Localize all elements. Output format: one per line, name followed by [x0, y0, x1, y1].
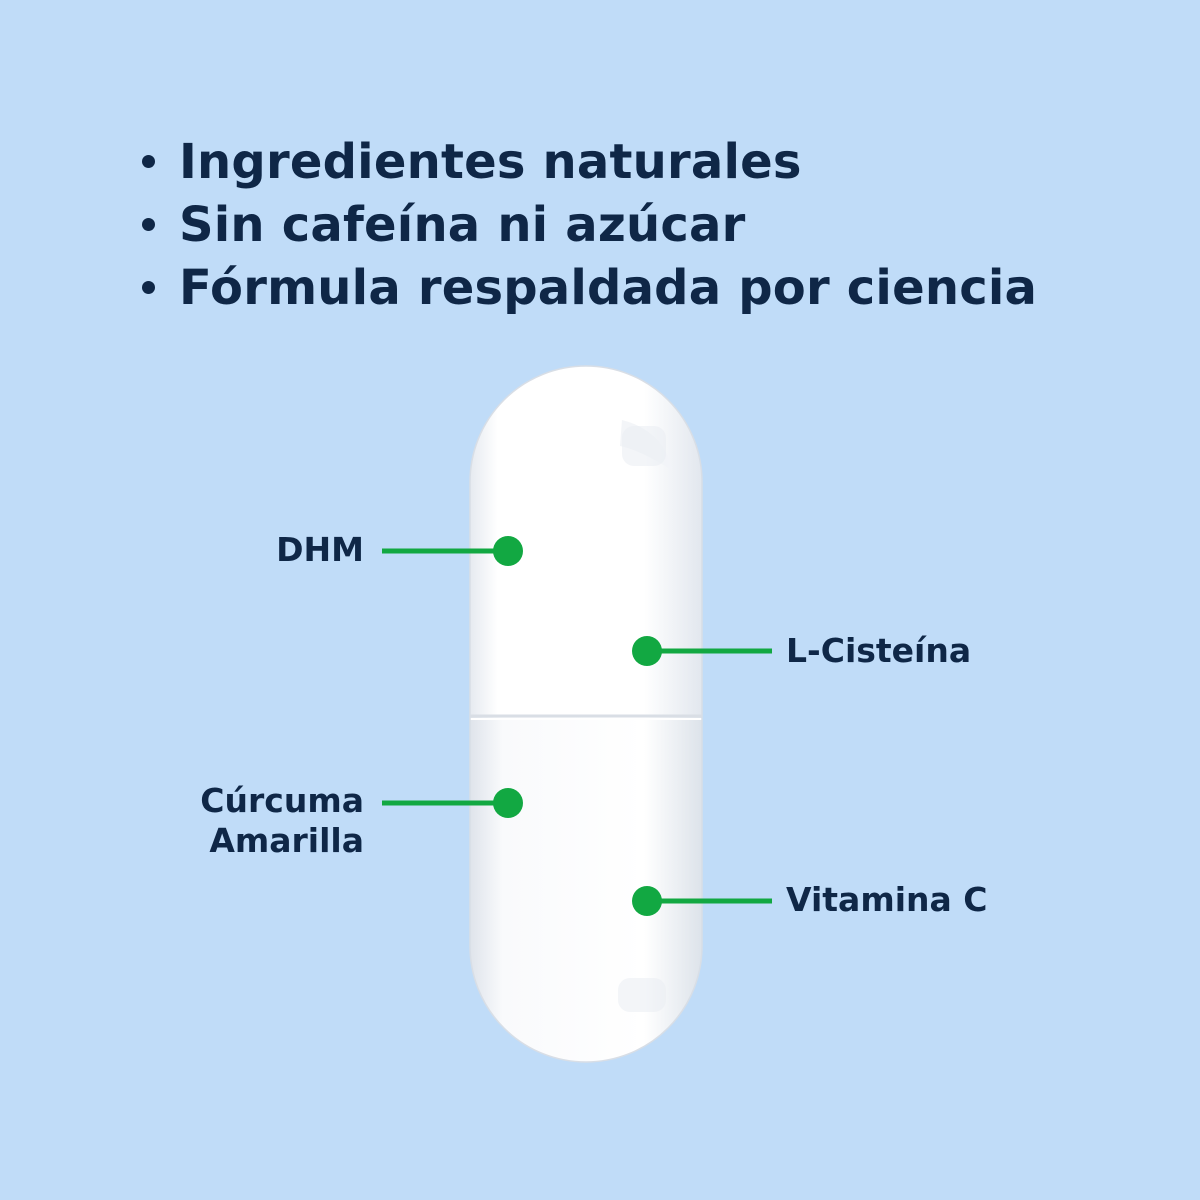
- dhm-pointer: [382, 536, 523, 566]
- ingredient-label-dhm: DHM: [276, 530, 364, 569]
- capsule-body: [469, 365, 703, 1063]
- turmeric-line-1: Cúrcuma: [200, 781, 364, 820]
- l-cysteine-pointer: [632, 636, 772, 666]
- turmeric-line-2: Amarilla: [209, 821, 364, 860]
- benefits-list: Ingredientes naturales Sin cafeína ni az…: [138, 130, 1037, 319]
- bullet-dot-icon: [142, 155, 155, 168]
- ingredient-label-turmeric: Cúrcuma Amarilla: [200, 781, 364, 861]
- benefit-item: Fórmula respaldada por ciencia: [138, 256, 1037, 319]
- benefit-item: Ingredientes naturales: [138, 130, 1037, 193]
- ingredient-label-vitamin-c: Vitamina C: [786, 880, 988, 919]
- ingredient-label-l-cysteine: L-Cisteína: [786, 631, 972, 670]
- bullet-dot-icon: [142, 281, 155, 294]
- turmeric-pointer: [382, 788, 523, 818]
- vitamin-c-pointer: [632, 886, 772, 916]
- benefit-text: Sin cafeína ni azúcar: [179, 196, 746, 253]
- benefit-item: Sin cafeína ni azúcar: [138, 193, 1037, 256]
- benefit-text: Fórmula respaldada por ciencia: [179, 259, 1038, 316]
- benefit-text: Ingredientes naturales: [179, 133, 802, 190]
- bullet-dot-icon: [142, 218, 155, 231]
